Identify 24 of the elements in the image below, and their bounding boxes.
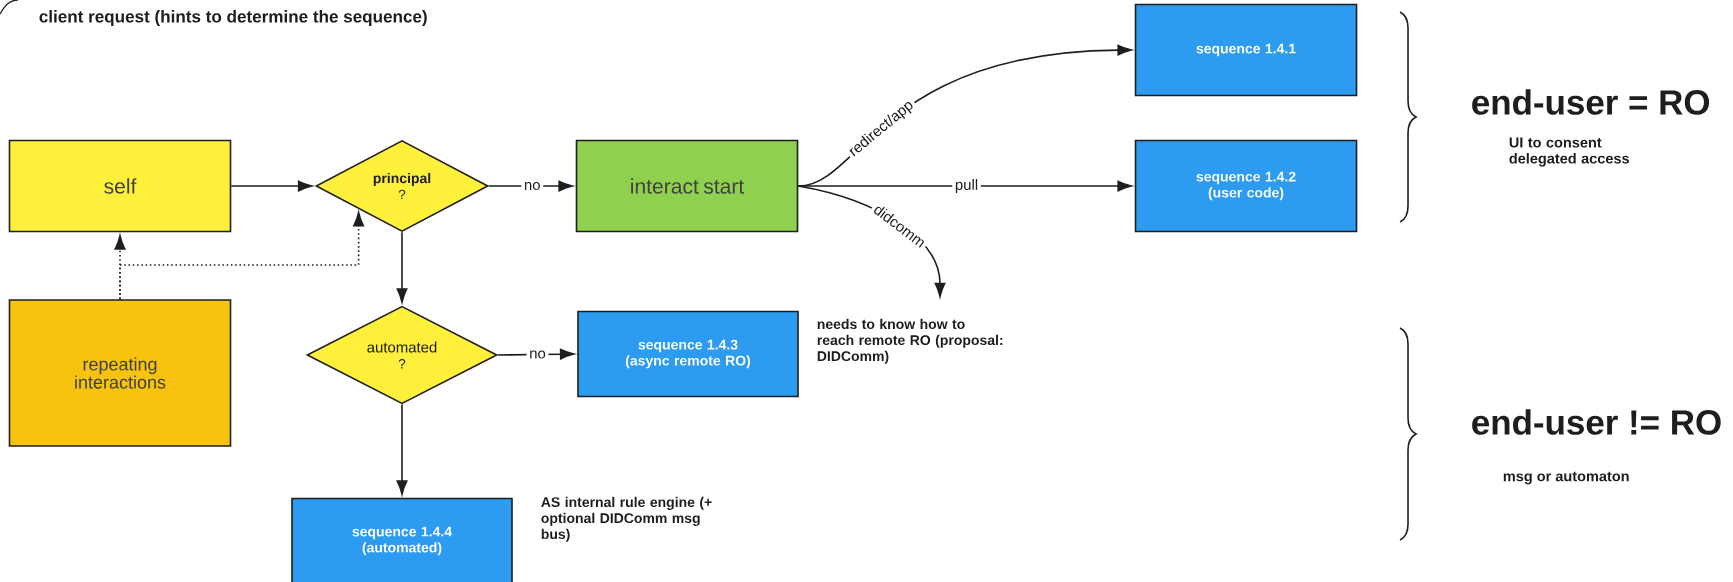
process-box: self [8,139,232,233]
arrow [396,403,408,495]
title: client request (hints to determine the sequence) [39,10,427,26]
arrow [119,211,365,300]
note-text: msg or automaton [1503,471,1629,485]
process-box: interact start [575,139,799,233]
edge-label: pull [952,176,981,196]
arrow [396,231,408,303]
group-heading: end-user = RO [1472,89,1710,115]
arrow [488,180,573,192]
arrow [497,348,575,360]
sequence-box: sequence 1.4.2 (user code) [1134,139,1358,233]
edge-label: no [526,347,549,362]
edge-label: no [521,179,544,193]
note-text: AS internal rule engine (+ optional DIDComm msg bus) [541,496,712,542]
note-text: UI to consent delegated access [1509,137,1629,167]
sequence-box: sequence 1.4.4 (automated) [291,497,513,582]
arrow [797,180,1132,192]
process-box: repeating interactions [8,299,232,447]
note-text: needs to know how to reach remote RO (proposal: DIDComm) [817,318,1003,364]
arrow [230,180,313,192]
sequence-box: sequence 1.4.3 (async remote RO) [577,310,799,398]
group-heading: end-user != RO [1472,409,1721,435]
sequence-box: sequence 1.4.1 [1134,3,1358,97]
